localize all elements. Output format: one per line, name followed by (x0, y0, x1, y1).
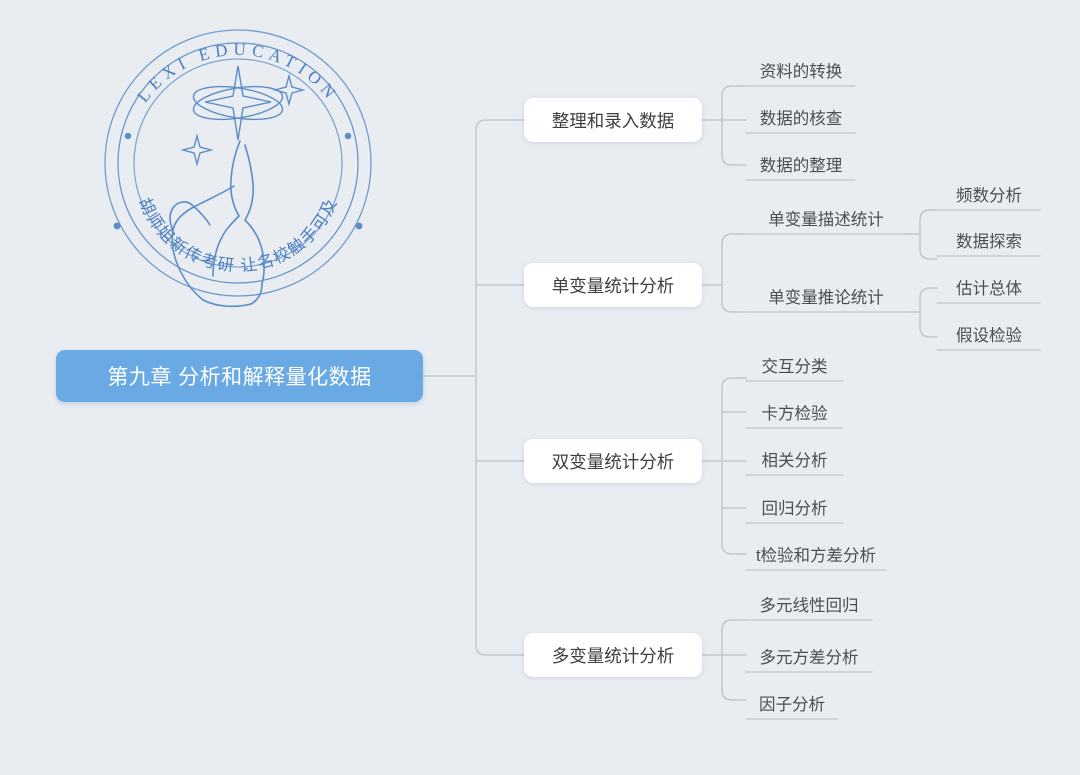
logo-outer-text: LEXI EDUCATION (133, 40, 342, 106)
leaf-node-3-3[interactable]: 相关分析 (746, 445, 843, 475)
brand-logo: LEXI EDUCATION 胡师姐新传考研 让名校触手可及 (93, 8, 383, 308)
branch-node-3-label: 双变量统计分析 (551, 451, 675, 472)
leaf-node-4-1[interactable]: 多元线性回归 (746, 590, 872, 620)
line-branch2-spine (721, 233, 747, 313)
branch-node-4-label: 多变量统计分析 (551, 645, 675, 666)
leaf-node-3-3-label: 相关分析 (761, 452, 828, 470)
leaf-node-3-5-label: t检验和方差分析 (755, 547, 877, 565)
leaf-node-2-2-1[interactable]: 估计总体 (937, 273, 1041, 303)
line-mid1-spine (919, 209, 938, 260)
logo-bottom-text: 胡师姐新传考研 让名校触手可及 (135, 195, 341, 276)
branch-node-1-label: 整理和录入数据 (551, 110, 675, 131)
logo-outer-ring (104, 29, 372, 297)
leaf-node-2-2-2-label: 假设检验 (956, 327, 1022, 345)
leaf-node-1-1-label: 资料的转换 (759, 63, 843, 81)
leaf-node-4-2-label: 多元方差分析 (759, 649, 859, 667)
leaf-node-3-4[interactable]: 回归分析 (746, 493, 843, 523)
branch-node-4[interactable]: 多变量统计分析 (524, 633, 702, 677)
leaf-node-4-3-label: 因子分析 (759, 696, 825, 714)
branch-node-1[interactable]: 整理和录入数据 (524, 98, 702, 142)
leaf-node-1-2-label: 数据的核查 (759, 110, 843, 128)
leaf-node-3-1-label: 交互分类 (761, 358, 828, 376)
leaf-node-2-1-1[interactable]: 频数分析 (937, 180, 1041, 210)
line-main-spine (475, 119, 525, 656)
leaf-node-1-2[interactable]: 数据的核查 (746, 103, 856, 133)
root-node-label: 第九章 分析和解释量化数据 (107, 366, 372, 389)
leaf-node-2-1-1-label: 频数分析 (956, 187, 1022, 205)
line-branch4-spine (721, 619, 747, 701)
root-node[interactable]: 第九章 分析和解释量化数据 (56, 350, 423, 402)
logo-inner-ring (133, 58, 343, 268)
logo-mid-ring (117, 42, 359, 284)
sparkle-star-icon (180, 65, 306, 167)
hand-icon (169, 140, 265, 308)
line-mid2-spine (919, 287, 938, 338)
mid-node-2-1-label: 单变量描述统计 (768, 211, 884, 229)
leaf-node-1-1[interactable]: 资料的转换 (746, 56, 856, 86)
leaf-node-4-3[interactable]: 因子分析 (746, 689, 838, 719)
mid-node-2-2-label: 单变量推论统计 (768, 289, 884, 307)
leaf-node-2-1-2[interactable]: 数据探索 (937, 226, 1041, 256)
leaf-node-3-4-label: 回归分析 (761, 500, 828, 518)
leaf-node-4-2[interactable]: 多元方差分析 (746, 642, 872, 672)
logo-dots (113, 132, 363, 230)
branch-node-2[interactable]: 单变量统计分析 (524, 263, 702, 307)
leaf-node-2-1-2-label: 数据探索 (956, 233, 1022, 251)
leaf-node-2-2-1-label: 估计总体 (956, 280, 1022, 298)
leaf-node-4-1-label: 多元线性回归 (759, 597, 859, 615)
leaf-node-3-5[interactable]: t检验和方差分析 (746, 540, 886, 570)
leaf-node-3-2[interactable]: 卡方检验 (746, 398, 843, 428)
leaf-node-1-3-label: 数据的整理 (759, 157, 843, 175)
mid-node-2-1[interactable]: 单变量描述统计 (746, 204, 906, 234)
leaf-node-2-2-2[interactable]: 假设检验 (937, 320, 1041, 350)
branch-node-3[interactable]: 双变量统计分析 (524, 439, 702, 483)
leaf-node-1-3[interactable]: 数据的整理 (746, 150, 856, 180)
line-branch1-spine (721, 85, 747, 166)
line-branch3-spine (721, 377, 747, 555)
leaf-node-3-1[interactable]: 交互分类 (746, 351, 843, 381)
branch-node-2-label: 单变量统计分析 (551, 275, 675, 296)
mid-node-2-2[interactable]: 单变量推论统计 (746, 282, 906, 312)
leaf-node-3-2-label: 卡方检验 (761, 405, 828, 423)
